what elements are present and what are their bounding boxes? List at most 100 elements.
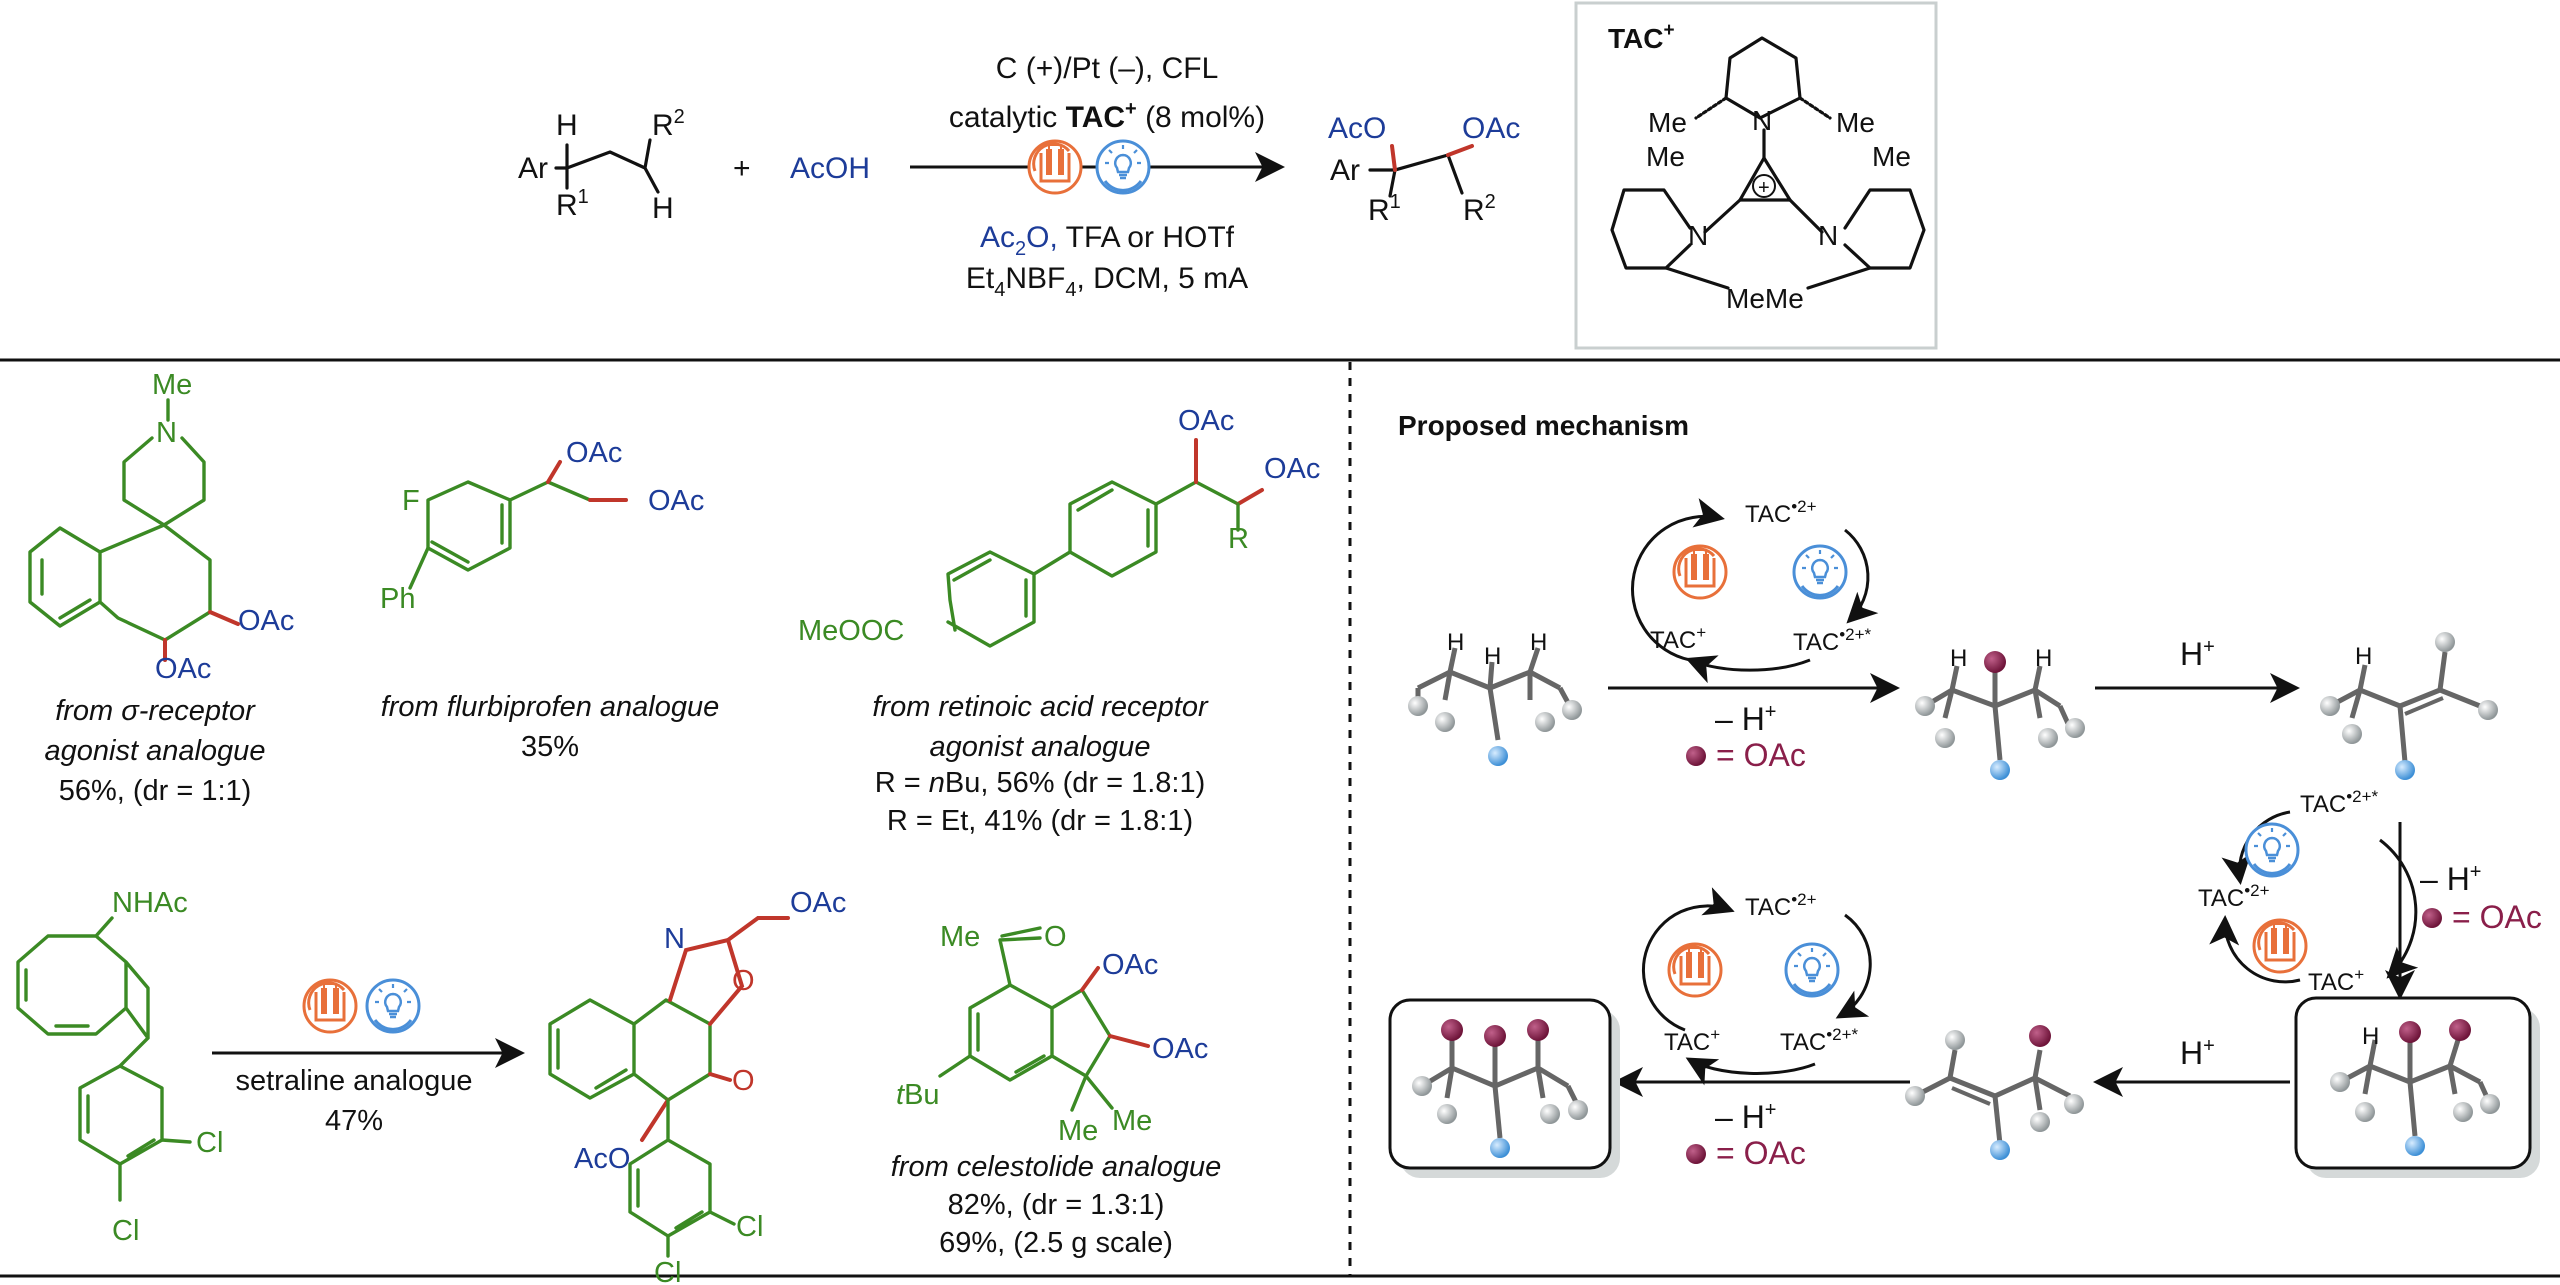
atom-o2: O bbox=[732, 1065, 755, 1097]
tac-n-left: N bbox=[1688, 220, 1708, 251]
tac-me-4: Me bbox=[1872, 141, 1911, 172]
atom-oac-2: OAc bbox=[155, 653, 211, 685]
mechanism-panel: Proposed mechanism H H H TAC•2+ TAC+ TAC… bbox=[1388, 410, 2542, 1178]
caption-sigma-1: from σ-receptor bbox=[55, 695, 256, 727]
mech-h-plus-1: H+ bbox=[2180, 636, 2215, 672]
product-r2: R2 bbox=[1463, 191, 1496, 227]
tac-me-2: Me bbox=[1836, 107, 1875, 138]
product-ar: Ar bbox=[1330, 154, 1360, 187]
mech-tac-plus-3: TAC+ bbox=[1664, 1025, 1720, 1056]
atom-oac-1: OAc bbox=[566, 437, 622, 469]
electrode-icon bbox=[2252, 918, 2308, 974]
oac-dot-legend bbox=[1686, 746, 1706, 766]
atom-meooc: MeOOC bbox=[798, 615, 904, 647]
scope-flurbiprofen: F Ph OAc OAc from flurbiprofen analogue … bbox=[380, 437, 719, 763]
scope-sigma-receptor: Me N OAc OAc from σ-receptor agonist ana… bbox=[28, 369, 294, 807]
lightbulb-icon bbox=[1095, 139, 1151, 195]
caption-retinoic-3: R = nBu, 56% (dr = 1.8:1) bbox=[875, 767, 1205, 799]
atom-aco: AcO bbox=[574, 1143, 630, 1175]
atom-o: O bbox=[732, 965, 755, 997]
scope-retinoic-acid: MeOOC OAc OAc R from retinoic acid recep… bbox=[798, 405, 1320, 837]
atom-me-2: Me bbox=[1058, 1115, 1098, 1147]
substrate-r2: R2 bbox=[652, 106, 685, 142]
mech-minus-h-2: – H+ bbox=[2420, 861, 2481, 897]
caption-sigma-3: 56%, (dr = 1:1) bbox=[59, 775, 252, 807]
mech-tac-2plus-2: TAC•2+ bbox=[2198, 881, 2270, 912]
electrode-icon bbox=[1667, 942, 1723, 998]
caption-celestolide-3: 69%, (2.5 g scale) bbox=[939, 1227, 1173, 1259]
lightbulb-icon bbox=[1784, 942, 1840, 998]
mech-tac-2plus-3: TAC•2+ bbox=[1745, 890, 1817, 921]
mech-eq-oac-2: = OAc bbox=[2452, 899, 2542, 935]
mech-tac-plus-2: TAC+ bbox=[2308, 965, 2364, 996]
atom-cl-4: Cl bbox=[654, 1257, 681, 1285]
atom-oac-2: OAc bbox=[1152, 1033, 1208, 1065]
lightbulb-icon bbox=[1792, 544, 1848, 600]
caption-retinoic-2: agonist analogue bbox=[930, 731, 1151, 763]
lightbulb-icon bbox=[365, 978, 421, 1034]
condition-line-4: Et4NBF4, DCM, 5 mA bbox=[966, 262, 1248, 301]
caption-celestolide-2: 82%, (dr = 1.3:1) bbox=[948, 1189, 1165, 1221]
product-aco: AcO bbox=[1328, 112, 1386, 145]
product-oac: OAc bbox=[1462, 112, 1520, 145]
electrode-icon bbox=[1672, 544, 1728, 600]
plus-sign: + bbox=[733, 152, 751, 185]
tac-n-top: N bbox=[1752, 105, 1772, 136]
reagent-acoh: AcOH bbox=[790, 152, 870, 185]
atom-tbu: tBu bbox=[896, 1079, 940, 1111]
mech-h-plus-2: H+ bbox=[2180, 1035, 2215, 1071]
mech-eq-oac: = OAc bbox=[1716, 737, 1806, 773]
reaction-scheme: Ar H R2 R1 H + AcOH C (+)/Pt (–), CFL ca… bbox=[518, 52, 1520, 301]
caption-flurbi-2: 35% bbox=[521, 731, 579, 763]
substrate-h1: H bbox=[556, 109, 578, 142]
mech-tac-2plus: TAC•2+ bbox=[1745, 497, 1817, 528]
atom-me: Me bbox=[940, 921, 980, 953]
atom-r: R bbox=[1228, 523, 1249, 555]
mech-minus-h-3: – H+ bbox=[1715, 1099, 1776, 1135]
mech-eq-oac-3: = OAc bbox=[1716, 1135, 1806, 1171]
electrode-icon bbox=[1027, 139, 1083, 195]
condition-line-3: Ac2O, TFA or HOTf bbox=[980, 221, 1235, 260]
electrode-icon bbox=[302, 978, 358, 1034]
arrow-label-1: setraline analogue bbox=[235, 1065, 472, 1097]
mechanism-title: Proposed mechanism bbox=[1398, 410, 1689, 441]
mech-minus-h: – H+ bbox=[1715, 701, 1776, 737]
caption-flurbi-1: from flurbiprofen analogue bbox=[381, 691, 720, 723]
substrate-ar: Ar bbox=[518, 152, 548, 185]
atom-oac-2: OAc bbox=[1264, 453, 1320, 485]
atom-n: N bbox=[156, 417, 177, 449]
mech-h-6: H bbox=[2355, 643, 2372, 670]
tac-memes: MeMe bbox=[1726, 283, 1804, 314]
mech-h-2: H bbox=[1484, 643, 1501, 670]
substrate: Ar H R2 R1 H bbox=[518, 106, 685, 225]
caption-celestolide-1: from celestolide analogue bbox=[891, 1151, 1221, 1183]
mech-h-1: H bbox=[1447, 629, 1464, 656]
product-r1: R1 bbox=[1368, 191, 1401, 227]
mech-boxed-product bbox=[1388, 998, 1620, 1178]
mech-tac-plus: TAC+ bbox=[1650, 623, 1706, 654]
arrow-label-2: 47% bbox=[325, 1105, 383, 1137]
substrate-h2: H bbox=[652, 192, 674, 225]
scope-sertraline: NHAc Cl Cl setraline analogue 47% N O O A… bbox=[16, 887, 846, 1285]
mech-tac-2plus-star: TAC•2+* bbox=[1793, 625, 1872, 656]
atom-oac-2: OAc bbox=[648, 485, 704, 517]
tac-label: TAC+ bbox=[1608, 20, 1675, 54]
atom-oac-1: OAc bbox=[1178, 405, 1234, 437]
mech-alkene: H bbox=[2320, 632, 2498, 780]
atom-nhac: NHAc bbox=[112, 887, 188, 919]
tac-me-1: Me bbox=[1648, 107, 1687, 138]
mech-alkane: H H H bbox=[1408, 629, 1582, 766]
atom-n: N bbox=[664, 923, 685, 955]
condition-line-2: catalytic TAC+ (8 mol%) bbox=[949, 98, 1265, 134]
caption-retinoic-1: from retinoic acid receptor bbox=[872, 691, 1209, 723]
mech-monoacetate: H H bbox=[1915, 645, 2085, 780]
mech-tac-2plus-star-3: TAC•2+* bbox=[1780, 1025, 1859, 1056]
mech-tac-2plus-star-2: TAC•2+* bbox=[2300, 787, 2379, 818]
product: AcO OAc Ar R1 R2 bbox=[1328, 112, 1520, 227]
caption-sigma-2: agonist analogue bbox=[45, 735, 266, 767]
substrate-r1: R1 bbox=[556, 186, 589, 222]
atom-f: F bbox=[402, 485, 420, 517]
mech-boxed-intermediate-right: H bbox=[2294, 996, 2540, 1178]
atom-cl-2: Cl bbox=[112, 1215, 139, 1247]
